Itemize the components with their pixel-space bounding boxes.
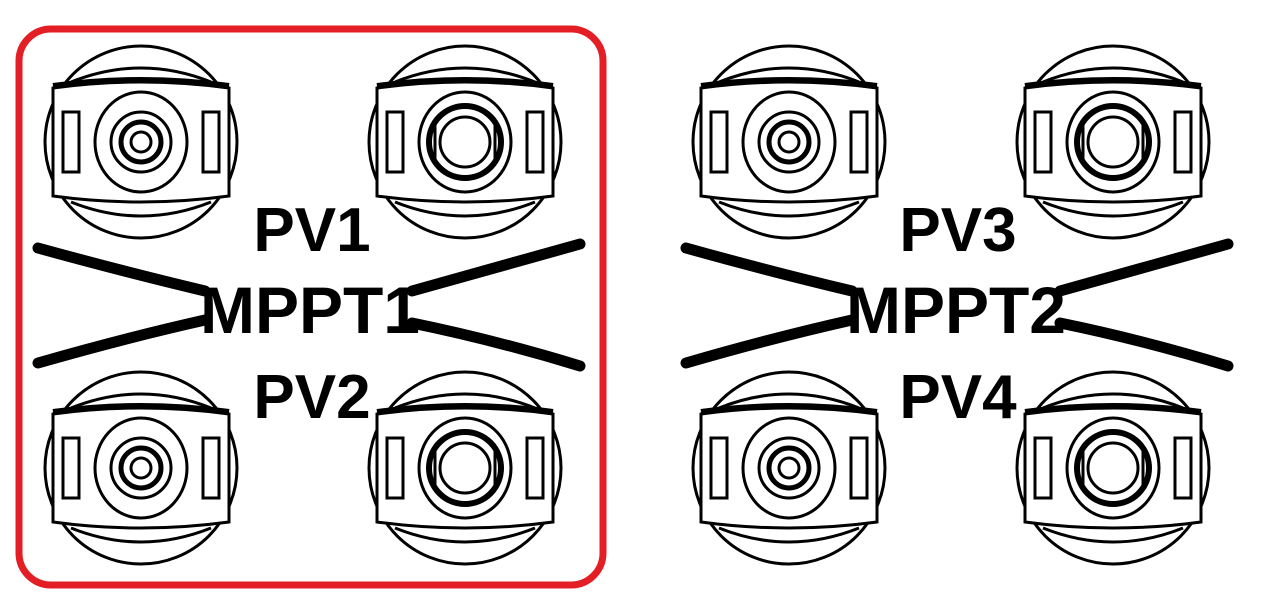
mppt2-bracket-upper-right: [1054, 238, 1234, 297]
connector-pv4-female-icon: [1015, 370, 1211, 566]
connector-pv3-female-icon: [1015, 44, 1211, 240]
mppt-group-mppt2: PV3 MPPT2 PV4: [680, 44, 1234, 566]
mppt2-bracket-lower-left: [680, 314, 858, 369]
mppt1-highlight-frame: [15, 25, 607, 589]
pv2-label: PV2: [253, 363, 370, 432]
connector-pv1-female-icon: [367, 44, 563, 240]
mppt1-bracket-upper-left: [32, 242, 211, 297]
connector-pv2-female-icon: [367, 370, 563, 566]
mppt2-label: MPPT2: [846, 273, 1066, 347]
pv3-label: PV3: [899, 196, 1016, 265]
connector-pv4-male-icon: [691, 370, 887, 566]
mppt1-bracket-upper-right: [406, 238, 586, 297]
connector-pv1-male-icon: [43, 44, 239, 240]
connector-pv3-male-icon: [691, 44, 887, 240]
pv1-label: PV1: [253, 196, 370, 265]
mppt1-bracket-lower-left: [32, 314, 211, 369]
mppt2-bracket-lower-right: [1054, 317, 1234, 372]
mppt1-label: MPPT1: [200, 273, 420, 347]
connector-pv2-male-icon: [43, 370, 239, 566]
mppt2-bracket-upper-left: [680, 242, 858, 297]
mppt-group-mppt1: PV1 MPPT1 PV2: [32, 44, 586, 566]
mppt1-bracket-lower-right: [406, 317, 586, 372]
pv4-label: PV4: [899, 363, 1017, 432]
